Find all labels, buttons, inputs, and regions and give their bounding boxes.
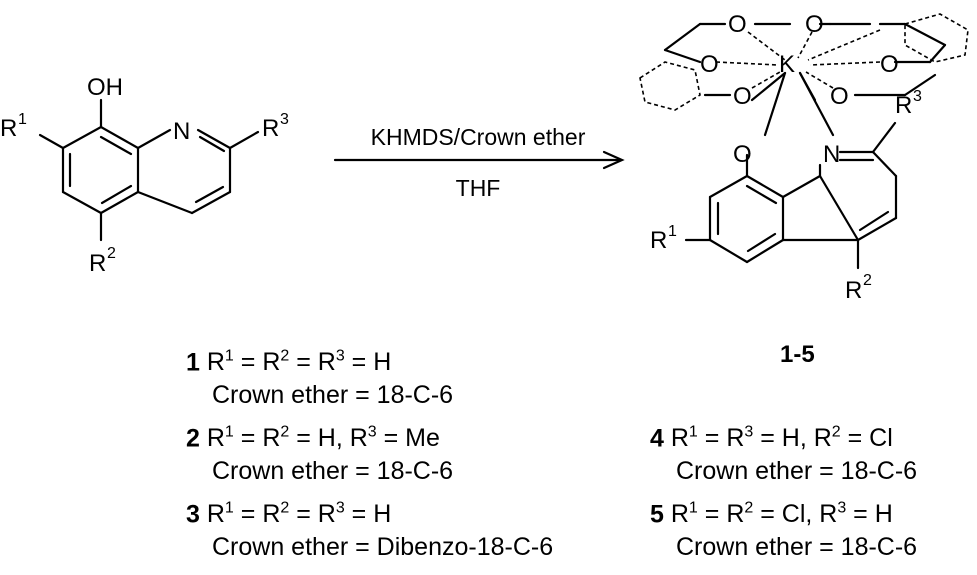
product-o-label-1: O [728, 11, 747, 38]
product-o-label-5: O [733, 83, 752, 110]
reactant-r3-label: R [262, 115, 279, 142]
product-o-label-6: O [830, 83, 849, 110]
reactant-r1-sup: 1 [18, 111, 27, 128]
product-o-label-2: O [805, 11, 824, 38]
product-o-label-4: O [880, 51, 899, 78]
compound-2-row: 2 R1 = R2 = H, R3 = Me [186, 424, 440, 453]
compound-4-substituents: R1 = R3 = H, R2 = Cl [670, 424, 893, 453]
compound-1-crown: Crown ether = 18-C-6 [212, 381, 454, 409]
compound-5-substituents: R1 = R2 = Cl, R3 = H [670, 500, 893, 529]
product-r1-sup: 1 [668, 223, 677, 240]
product-k-label: K [779, 51, 795, 78]
product-r3-label: R [895, 92, 912, 119]
product-r1-label: R [650, 227, 667, 254]
compound-2-crown: Crown ether = 18-C-6 [212, 457, 454, 485]
product-compound-label: 1-5 [780, 341, 815, 368]
product-r2-label: R [845, 277, 862, 304]
compound-3-crown: Crown ether = Dibenzo-18-C-6 [212, 533, 554, 561]
compound-5-row: 5 R1 = R2 = Cl, R3 = H [650, 500, 893, 529]
reactant-structure [38, 98, 260, 242]
compound-5-crown: Crown ether = 18-C-6 [676, 533, 918, 561]
dibenzo-ring-right [904, 13, 969, 63]
reactant-r2-sup: 2 [107, 245, 116, 262]
arrow-reagent-label: KHMDS/Crown ether [371, 124, 586, 150]
reactant-r1-label: R [0, 115, 17, 142]
arrow-solvent-label: THF [456, 175, 501, 201]
compound-list-right: 4 R1 = R3 = H, R2 = Cl Crown ether = 18-… [650, 414, 917, 566]
product-o-label-3: O [700, 51, 719, 78]
product-r3-sup: 3 [913, 88, 922, 105]
compound-1-row: 1 R1 = R2 = R3 = H [186, 348, 392, 377]
product-o-label-7: O [733, 141, 752, 168]
product-structure [663, 22, 947, 270]
compound-3-substituents: R1 = R2 = R3 = H [206, 500, 392, 529]
compound-4-crown: Crown ether = 18-C-6 [676, 457, 918, 485]
product-n-label: N [823, 141, 840, 168]
product-r2-sup: 2 [863, 272, 872, 289]
compound-4-row: 4 R1 = R3 = H, R2 = Cl [650, 424, 893, 453]
dibenzo-ring-left [639, 61, 701, 111]
reactant-r2-label: R [89, 250, 106, 277]
compound-list-left: 1 R1 = R2 = R3 = H Crown ether = 18-C-6 … [186, 338, 553, 566]
reaction-arrowhead [602, 150, 625, 170]
reactant-oh-label: OH [87, 74, 123, 101]
reactant-r3-sup: 3 [280, 111, 289, 128]
reactant-n-label: N [173, 118, 190, 145]
compound-2-substituents: R1 = R2 = H, R3 = Me [206, 424, 440, 453]
compound-3-row: 3 R1 = R2 = R3 = H [186, 500, 392, 529]
compound-1-substituents: R1 = R2 = R3 = H [206, 348, 392, 377]
coordination-bonds [639, 13, 969, 111]
